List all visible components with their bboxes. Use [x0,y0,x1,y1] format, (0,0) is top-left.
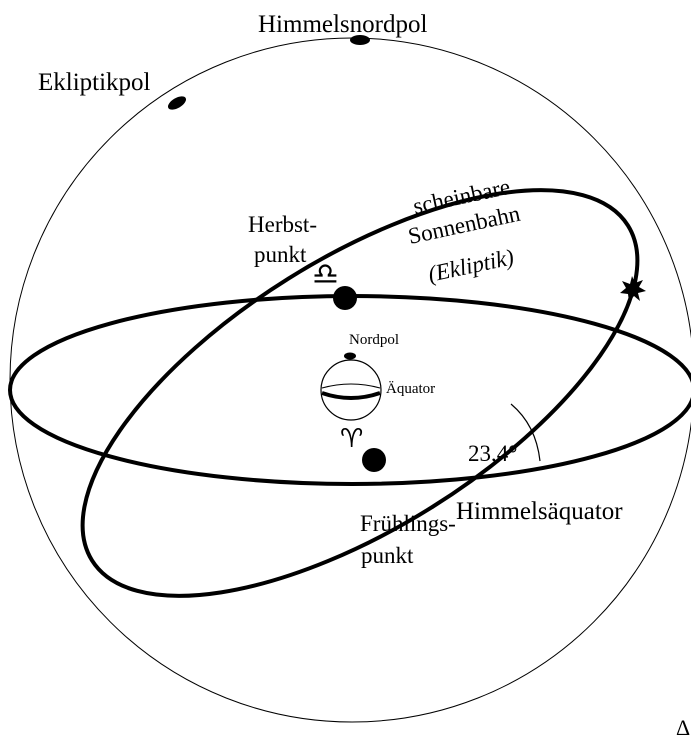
ecliptic-pole-label: Ekliptikpol [38,69,151,96]
spring-point-label-line1: Frühlings- [360,511,456,536]
celestial-equator-ellipse [8,294,691,486]
sun-star-icon [620,276,646,302]
ecliptic-label-line3: (Ekliptik) [426,244,516,287]
autumn-point-label-line2: punkt [254,242,307,267]
celestial-equator-label: Himmelsäquator [456,498,623,525]
inclination-angle-arc [510,403,541,462]
north-pole-label: Nordpol [349,332,399,348]
spring-equinox-point [362,448,386,472]
celestial-sphere [9,37,691,723]
ecliptic-pole-marker [167,96,187,110]
angle-label: 23,4° [468,441,517,466]
autumn-equinox-point [333,286,357,310]
libra-symbol-icon: ♎ [312,257,339,292]
aries-symbol-icon: ♈ [340,424,363,454]
earth-equator-arc [321,391,381,400]
ecliptic-label-group-3: (Ekliptik) [426,244,516,287]
autumn-point-label-line1: Herbst- [248,212,317,237]
earth-north-pole-marker [344,352,356,360]
celestial-north-pole-label: Himmelsnordpol [258,11,427,38]
spring-point-label-line2: punkt [361,543,414,568]
corner-glyph: Δ [676,715,690,737]
equator-label: Äquator [386,380,435,397]
celestial-north-pole-marker [350,35,370,45]
earth-equator-back-arc [321,383,381,389]
earth-globe [320,359,382,421]
ecliptic-ellipse [80,188,640,598]
